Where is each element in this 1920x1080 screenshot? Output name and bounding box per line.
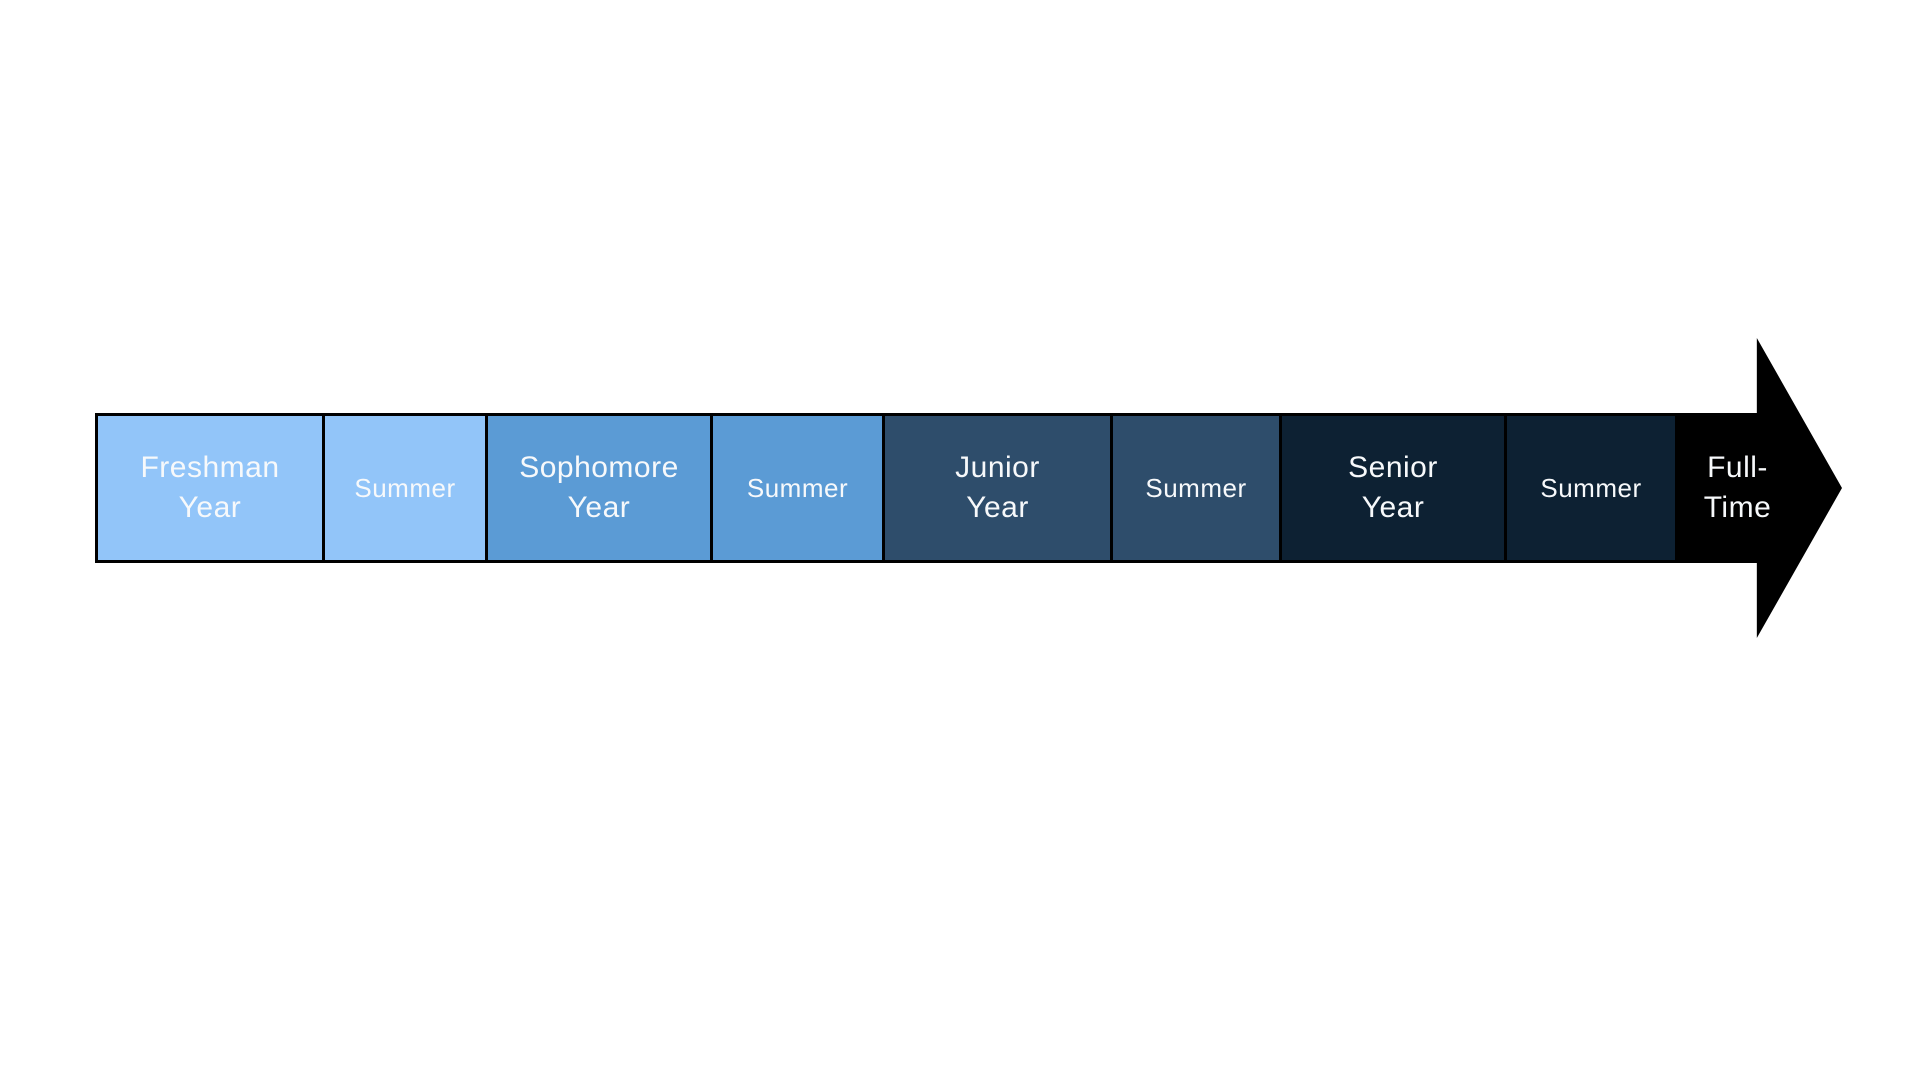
timeline-segment-label: Senior Year bbox=[1348, 451, 1438, 524]
timeline-segment-label: Sophomore Year bbox=[519, 451, 679, 524]
timeline-segment-summer-2: Summer bbox=[713, 413, 885, 563]
timeline-segment-summer-3: Summer bbox=[1113, 413, 1282, 563]
timeline-segment-label: Junior Year bbox=[955, 451, 1040, 524]
timeline-segment-sophomore-year: Sophomore Year bbox=[488, 413, 713, 563]
timeline-segment-label: Summer bbox=[1145, 473, 1247, 503]
timeline-segment-freshman-year: Freshman Year bbox=[95, 413, 325, 563]
timeline-segment-label: Summer bbox=[1540, 473, 1642, 503]
timeline-segment-label: Summer bbox=[746, 473, 849, 503]
timeline-segment-senior-year: Senior Year bbox=[1282, 413, 1507, 563]
timeline-segment-label: Freshman Year bbox=[140, 451, 280, 524]
full-time-arrow: Full- Time bbox=[1675, 338, 1842, 638]
timeline-segment-label: Summer bbox=[354, 473, 456, 503]
timeline-bar: Freshman Year Summer Sophomore Year Summer J… bbox=[95, 413, 1678, 563]
timeline-segment-summer-1: Summer bbox=[325, 413, 488, 563]
full-time-label: Full- Time bbox=[1703, 451, 1772, 524]
timeline-segment-junior-year: Junior Year bbox=[885, 413, 1113, 563]
timeline-segment-summer-4: Summer bbox=[1507, 413, 1678, 563]
